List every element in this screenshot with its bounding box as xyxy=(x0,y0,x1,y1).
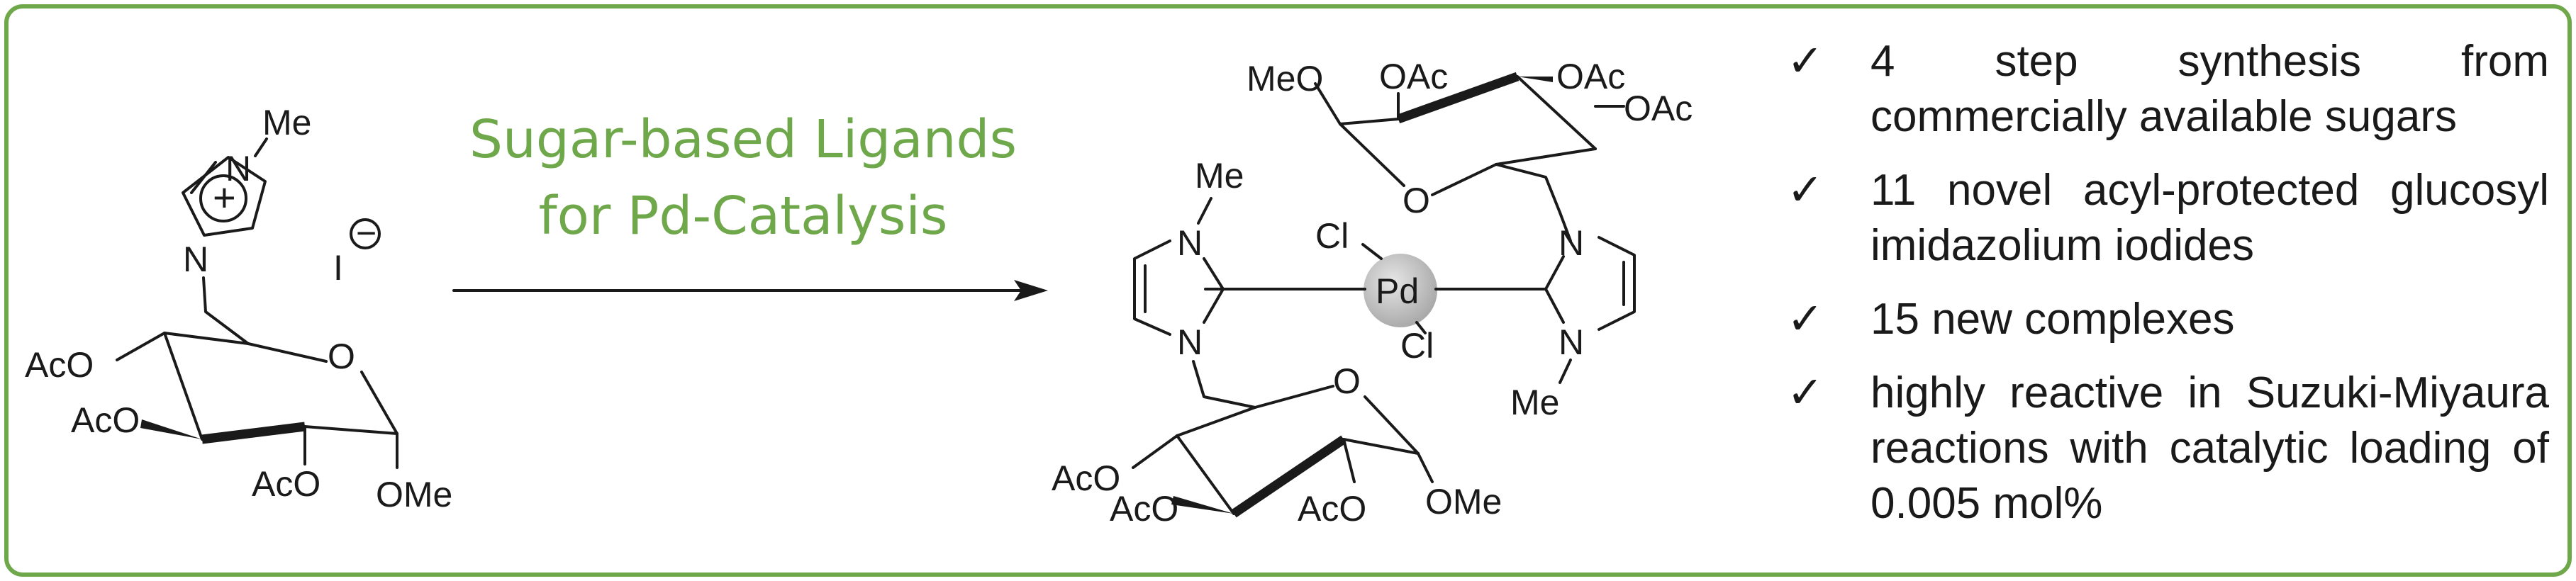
bottom-sugar-ome: OMe xyxy=(1425,482,1502,521)
top-sugar-oac-a: OAc xyxy=(1379,57,1448,96)
feature-item: ✓ 15 new complexes xyxy=(1787,292,2549,347)
bottom-sugar-aco-c: AcO xyxy=(1298,489,1366,529)
feature-text: 15 new complexes xyxy=(1870,295,2235,344)
salt-ome: OMe xyxy=(376,475,452,514)
feature-item: ✓ highly reactive in Suzuki-Miyaura reac… xyxy=(1787,366,2549,531)
top-sugar-oac-c: OAc xyxy=(1624,89,1693,128)
salt-methyl: Me xyxy=(262,103,311,142)
top-sugar-oac-b: OAc xyxy=(1556,57,1625,96)
checkmark-icon: ✓ xyxy=(1787,295,1824,344)
salt-n-top: N xyxy=(225,149,251,188)
negative-charge-circle xyxy=(350,218,381,249)
left-methyl: Me xyxy=(1195,156,1244,196)
left-n-top: N xyxy=(1177,223,1203,263)
checkmark-icon: ✓ xyxy=(1787,37,1824,86)
top-sugar-ring-o: O xyxy=(1403,181,1430,220)
bottom-sugar-aco-a: AcO xyxy=(1052,458,1120,498)
salt-aco-2: AcO xyxy=(252,464,320,504)
right-methyl: Me xyxy=(1510,383,1559,422)
checkmark-icon: ✓ xyxy=(1787,166,1824,215)
pd-label: Pd xyxy=(1376,271,1419,311)
bottom-sugar-aco-b: AcO xyxy=(1110,489,1178,529)
top-sugar-meo: MeO xyxy=(1247,59,1323,98)
salt-aco-4: AcO xyxy=(25,345,94,385)
arrow-label-line1: Sugar-based Ligands xyxy=(469,109,1017,170)
salt-aco-3: AcO xyxy=(71,400,140,440)
arrow-label-line2: for Pd-Catalysis xyxy=(539,186,948,247)
imidazolium-salt: + N N Me I − O AcO AcO AcO OMe xyxy=(25,103,452,514)
checkmark-icon: ✓ xyxy=(1787,368,1824,417)
pd-complex: MeO OAc OAc OAc O N N Me Pd Cl Cl xyxy=(1052,57,1693,529)
feature-text: highly reactive in Suzuki-Miyaura reacti… xyxy=(1870,368,2549,528)
positive-charge: + xyxy=(213,175,236,220)
feature-text: 4 step synthesis from commercially avail… xyxy=(1870,37,2549,141)
pd-sphere xyxy=(1364,254,1437,327)
reaction-arrow xyxy=(452,280,1048,301)
salt-n-bottom: N xyxy=(183,239,208,279)
feature-item: ✓ 11 novel acyl-protected glucosyl imida… xyxy=(1787,163,2549,273)
cl-top: Cl xyxy=(1315,216,1349,256)
feature-text: 11 novel acyl-protected glucosyl imidazo… xyxy=(1870,166,2549,270)
right-n-bottom: N xyxy=(1559,322,1584,362)
left-n-bottom: N xyxy=(1177,322,1203,362)
bottom-sugar-ring-o: O xyxy=(1333,361,1361,401)
positive-charge-circle xyxy=(199,174,247,222)
salt-ring-o: O xyxy=(328,337,355,376)
cl-bottom: Cl xyxy=(1400,326,1434,366)
iodide-label: I xyxy=(333,248,343,288)
negative-charge: − xyxy=(356,213,377,253)
feature-item: ✓ 4 step synthesis from commercially ava… xyxy=(1787,34,2549,145)
feature-list: ✓ 4 step synthesis from commercially ava… xyxy=(1787,34,2549,550)
